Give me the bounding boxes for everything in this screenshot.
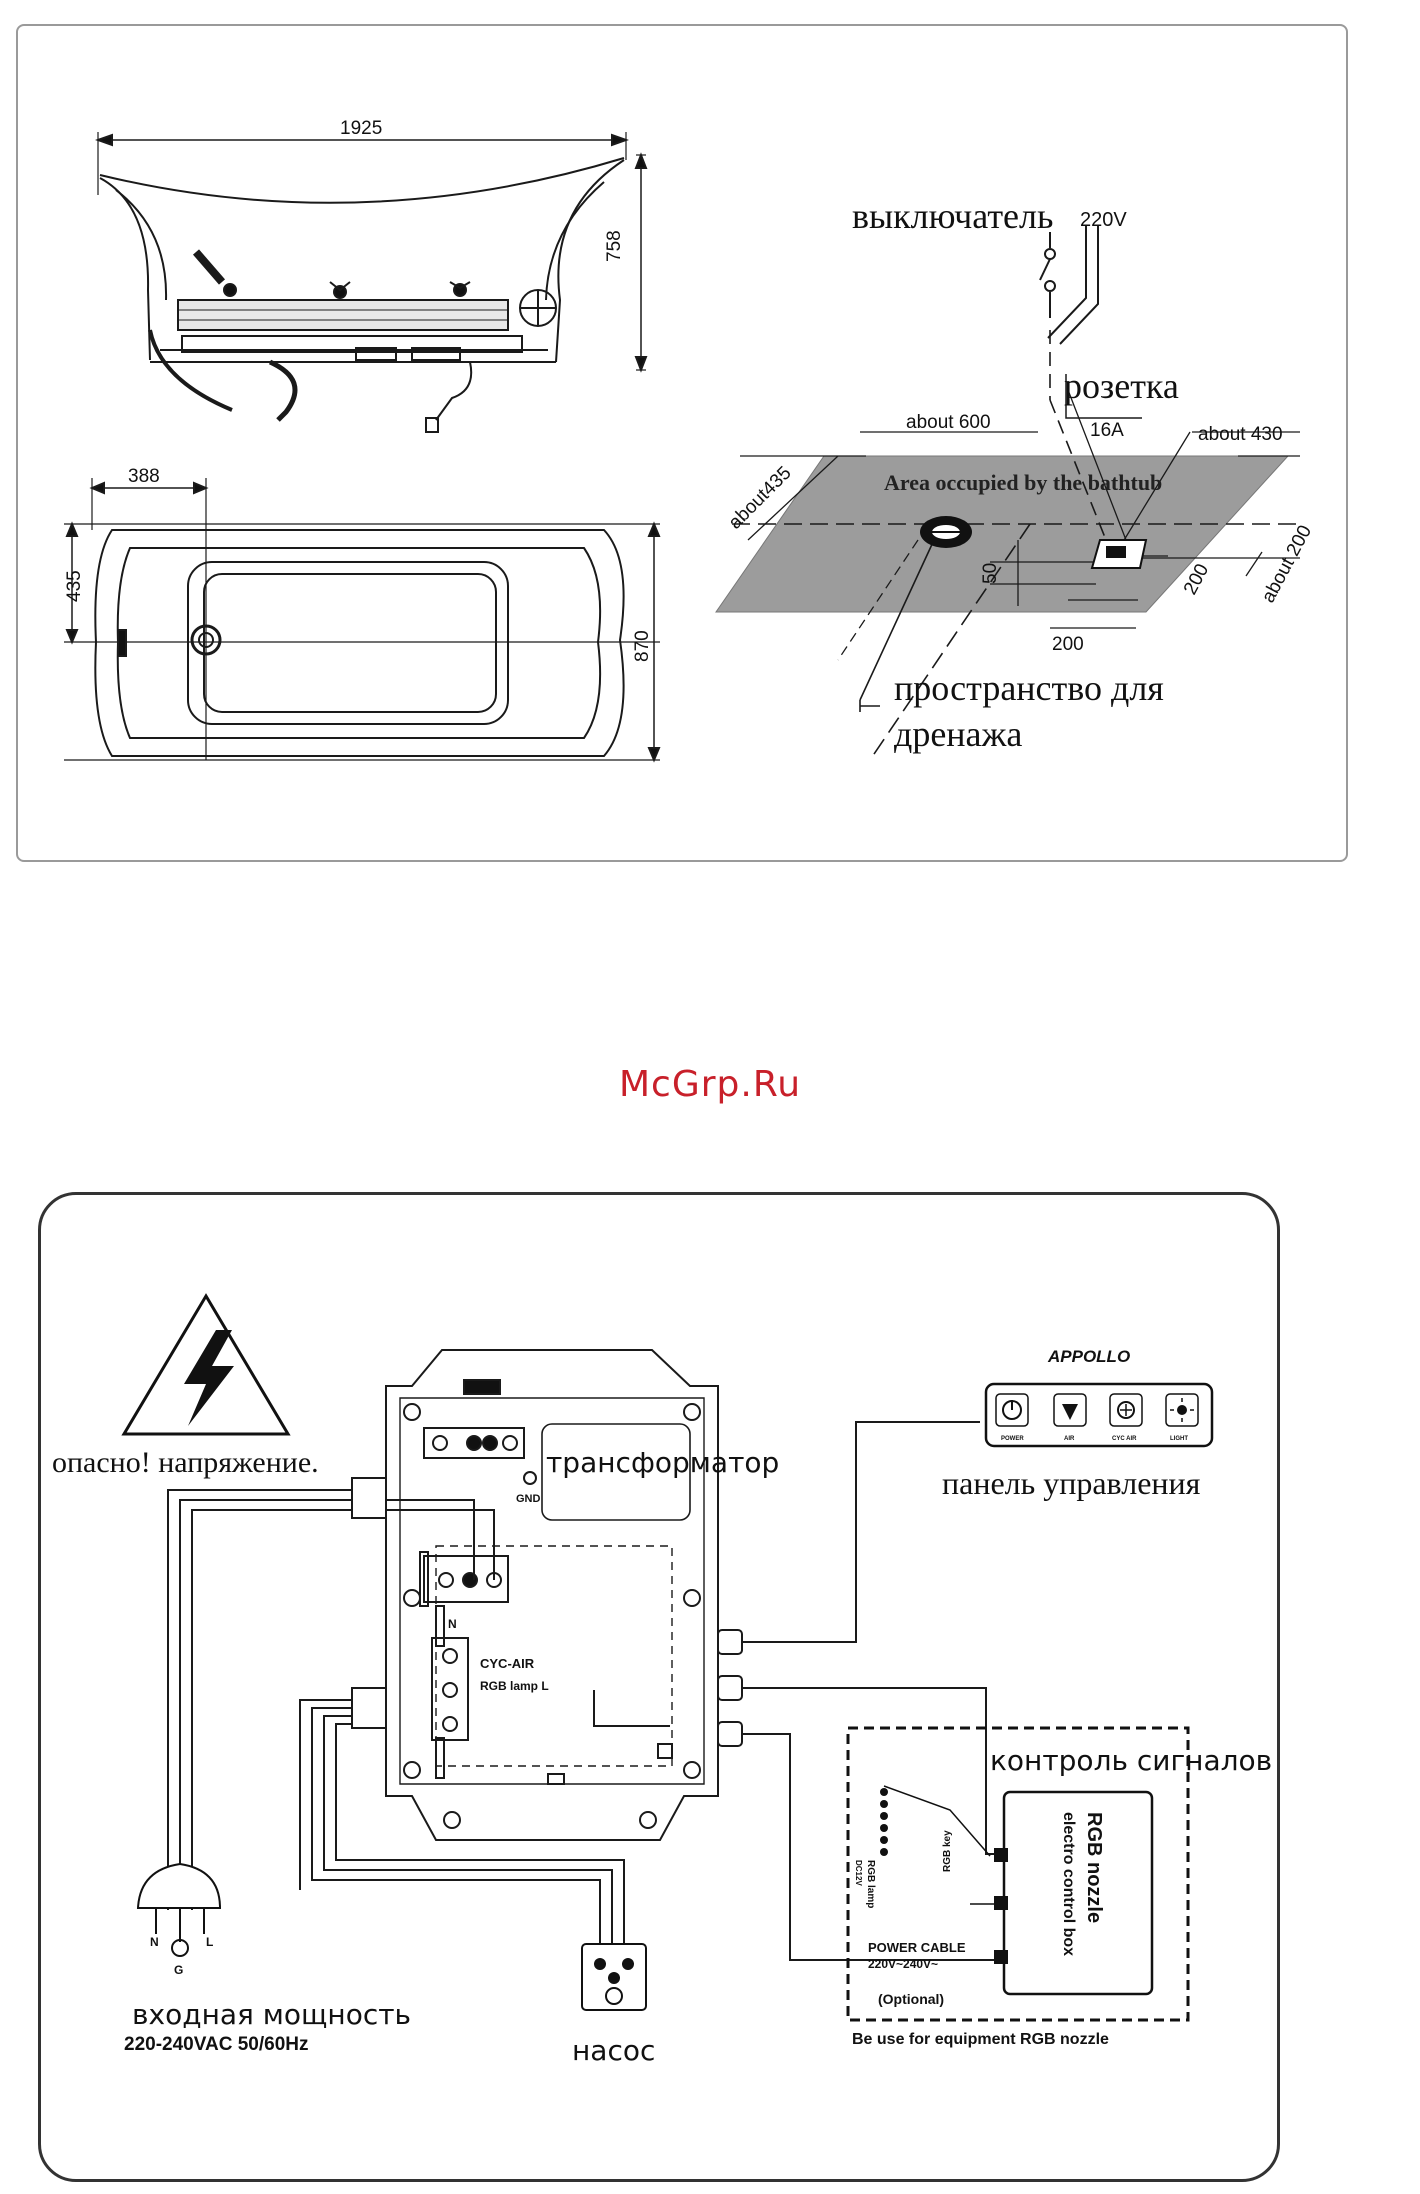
- switch-label: выключатель: [852, 196, 1053, 236]
- voltage-label: 220V: [1080, 209, 1127, 231]
- socket-label: розетка: [1064, 366, 1179, 406]
- dim-about-430: about 430: [1198, 424, 1283, 445]
- wiring-lines: [167, 1421, 1004, 1961]
- plug-n-label: N: [150, 1935, 159, 1949]
- plug-g-label: G: [174, 1963, 183, 1977]
- bathtub-top-view: [64, 478, 661, 763]
- dim-200-horizontal: 200: [1052, 634, 1084, 655]
- transformer-label: трансформатор: [546, 1446, 779, 1479]
- optional-label: (Optional): [878, 1991, 944, 2007]
- power-plug-icon: [136, 1862, 222, 1957]
- installation-diagram-panel: [16, 24, 1348, 862]
- signal-box-caption: Be use for equipment RGB nozzle: [852, 2031, 1109, 2048]
- input-power-label: входная мощность: [132, 1998, 411, 2031]
- n-terminal-label: N: [448, 1617, 457, 1631]
- gnd-label: GND: [516, 1493, 541, 1505]
- warning-triangle-icon: [121, 1293, 291, 1436]
- signal-box-label: контроль сигналов: [990, 1744, 1272, 1777]
- button-label-light: LIGHT: [1170, 1436, 1188, 1442]
- dim-about-600: about 600: [906, 412, 991, 433]
- danger-label: опасно! напряжение.: [52, 1446, 319, 1479]
- rgb-lamp-label: RGB lamp L: [480, 1679, 549, 1693]
- dim-about-200: about 200: [1258, 522, 1316, 606]
- dim-half-width: 435: [64, 570, 85, 602]
- socket-rating: 16A: [1090, 420, 1124, 441]
- cyc-air-label: CYC-AIR: [480, 1656, 535, 1671]
- area-label: Area occupied by the bathtub: [884, 470, 1162, 495]
- dim-height: 758: [604, 230, 625, 262]
- pump-socket-icon: [581, 1943, 647, 2011]
- dim-50: 50: [980, 563, 1001, 584]
- drain-label-line1: пространство для: [894, 668, 1164, 708]
- button-label-air: AIR: [1064, 1436, 1075, 1442]
- watermark: McGrp.Ru: [618, 1064, 802, 1105]
- drain-label-line2: дренажа: [894, 714, 1022, 754]
- button-label-cyc-air: CYC AIR: [1112, 1436, 1137, 1442]
- install-area-drawing: [715, 226, 1300, 761]
- dim-drain-offset: 388: [128, 466, 160, 487]
- rgb-lamp-dc12v: DC12V: [854, 1860, 863, 1886]
- control-enclosure: [351, 1349, 743, 1841]
- control-panel-unit: [984, 1382, 1214, 1448]
- pump-label: насос: [572, 2034, 655, 2067]
- dim-length: 1925: [340, 118, 382, 139]
- button-label-power: POWER: [1001, 1436, 1024, 1442]
- signal-box-title-1: RGB nozzle: [1083, 1812, 1105, 1923]
- control-panel-label: панель управления: [942, 1465, 1201, 1501]
- power-cable-label: POWER CABLE: [868, 1940, 966, 1955]
- signal-box-title-2: electro control box: [1060, 1812, 1077, 1956]
- rgb-key-connector: RGB key: [942, 1830, 953, 1872]
- rgb-signal-box: [846, 1726, 1190, 2022]
- plug-l-label: L: [206, 1935, 213, 1949]
- input-power-spec: 220-240VAC 50/60Hz: [124, 2034, 308, 2055]
- brand-label: APPOLLO: [1047, 1347, 1130, 1366]
- rgb-lamp-connector: RGB lamp: [865, 1860, 876, 1908]
- dim-width: 870: [632, 630, 653, 662]
- bathtub-side-view: [95, 132, 648, 433]
- power-cable-voltage: 220V~240V~: [868, 1957, 938, 1971]
